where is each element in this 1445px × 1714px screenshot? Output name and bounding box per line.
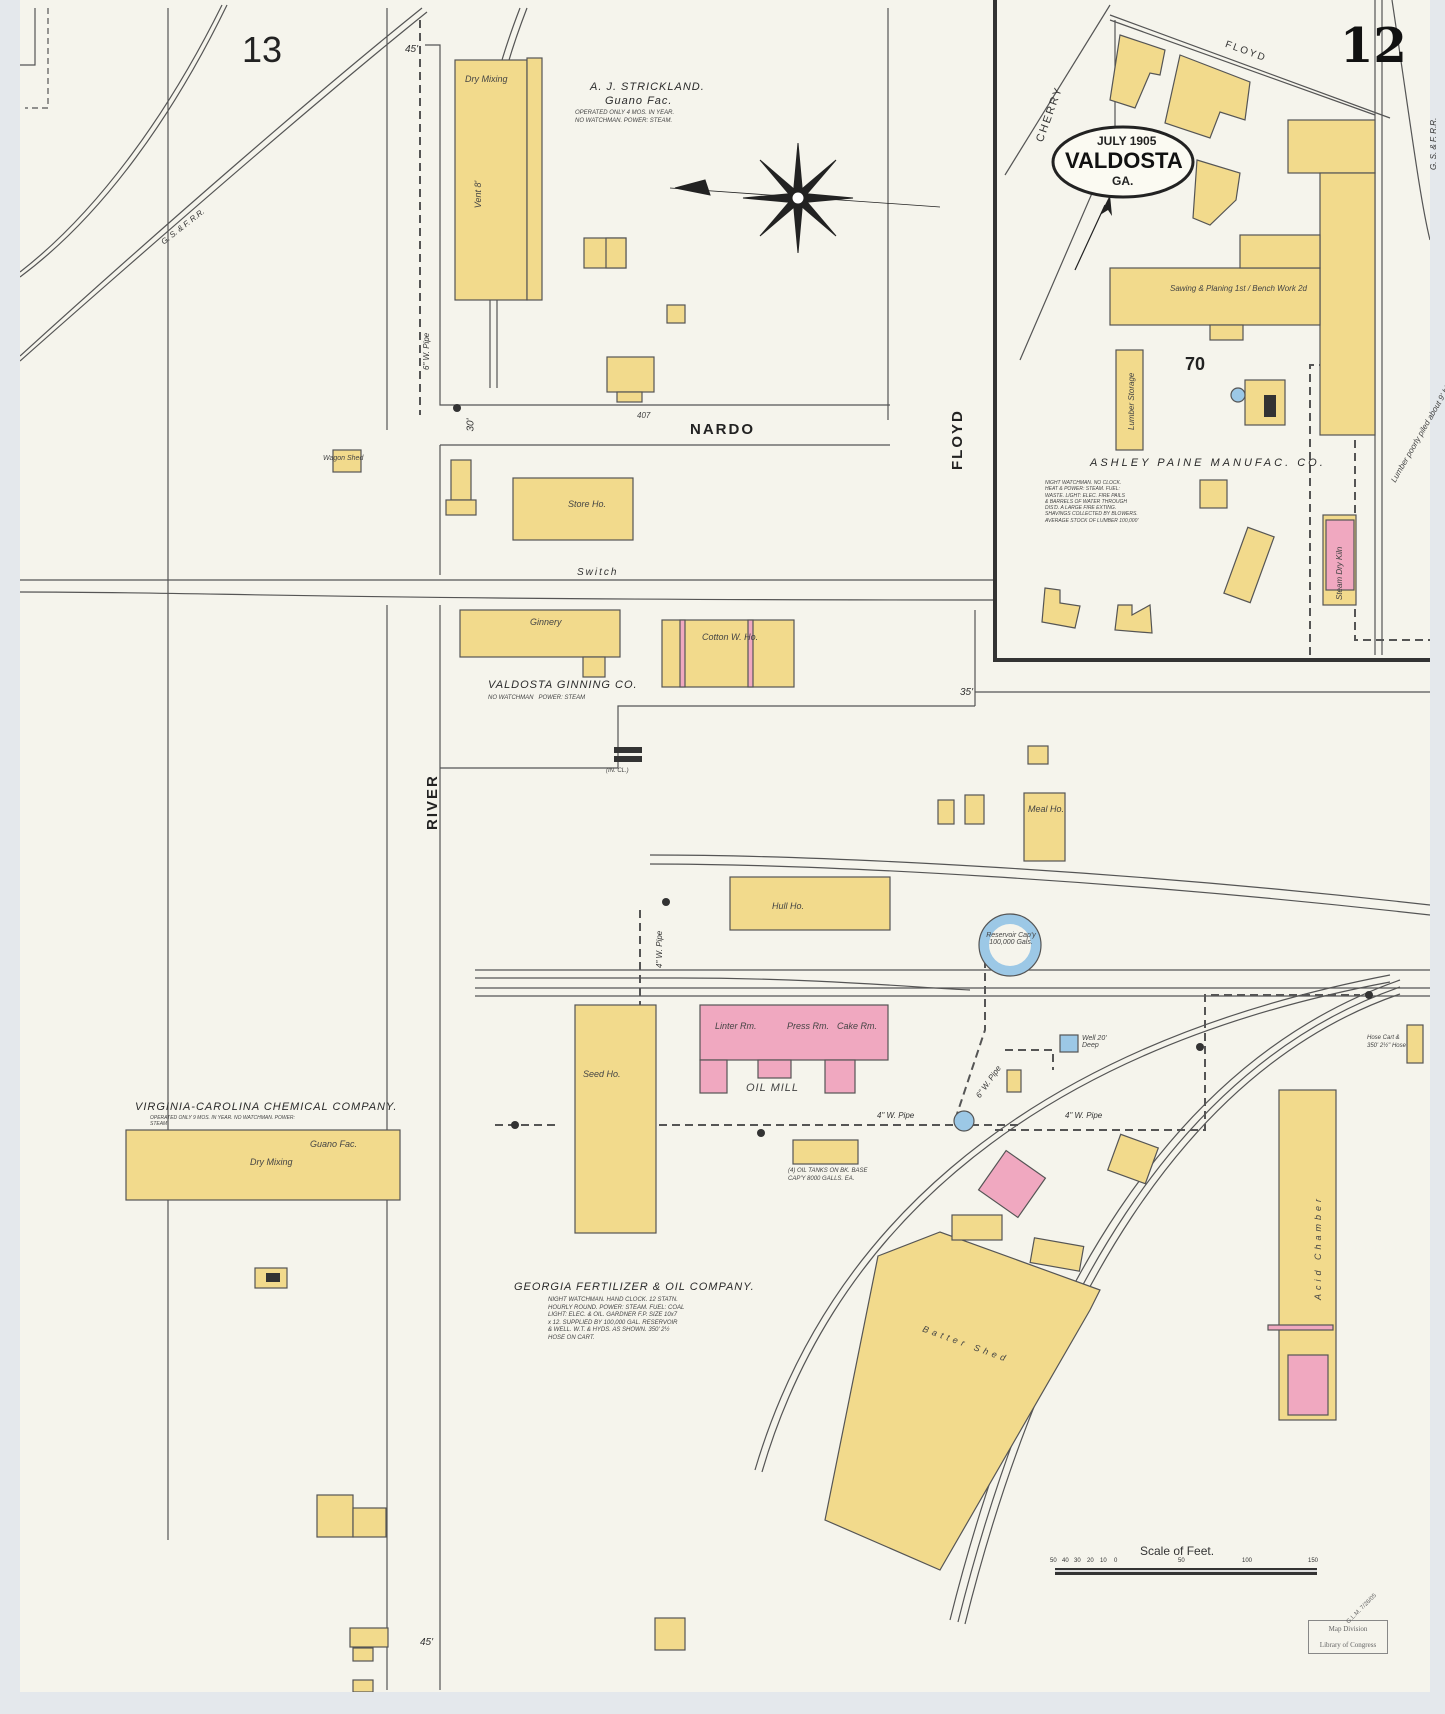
scale-tick: 0 — [1114, 1558, 1118, 1564]
company-name-ginning: VALDOSTA GINNING CO. — [488, 679, 638, 691]
dimension-label: 30' — [465, 418, 477, 432]
building-label: Dry Mixing — [250, 1157, 293, 1167]
cartouche-date: JULY 1905 — [1097, 134, 1157, 148]
scale-tick: 20 — [1087, 1558, 1094, 1564]
block-number: 70 — [1185, 354, 1206, 374]
company-note-ashley-paine: NIGHT WATCHMAN. NO CLOCK. HEAT & POWER: … — [1045, 480, 1139, 524]
building-label: Vent 8' — [473, 180, 484, 209]
compass-rose — [669, 142, 941, 254]
scale-title: Scale of Feet. — [1140, 1544, 1215, 1558]
company-name-strickland: A. J. STRICKLAND. — [590, 81, 705, 93]
building-label: Press Rm. — [787, 1021, 830, 1031]
library-stamp: Map Division Library of Congress — [1308, 1620, 1388, 1654]
building-label: (IN. CL.) — [606, 768, 629, 774]
company-note-strickland: OPERATED ONLY 4 MOS. IN YEAR. NO WATCHMA… — [575, 110, 675, 124]
cartouche-state: GA. — [1112, 174, 1134, 188]
pipe-label: 4" W. Pipe — [655, 930, 664, 968]
well-label: Well 20' Deep — [1082, 1035, 1107, 1049]
company-name-ashley-paine: ASHLEY PAINE MANUFAC. CO. — [1090, 457, 1326, 469]
map-graphics — [20, 0, 1430, 1692]
hose-cart-note: Hose Cart & 350' 2½" Hose — [1367, 1035, 1406, 1049]
scale-tick: 50 — [1178, 1558, 1185, 1564]
building-label: Steam Dry Kiln — [1335, 546, 1344, 600]
building-label: Store Ho. — [568, 499, 607, 509]
scale-tick: 30 — [1074, 1558, 1081, 1564]
building-label: Linter Rm. — [715, 1021, 757, 1031]
company-note-ginning: NO WATCHMAN POWER: STEAM — [488, 695, 586, 701]
page-number: 12 — [1340, 18, 1407, 74]
building-label: Cake Rm. — [837, 1021, 878, 1031]
building-label: Ginnery — [530, 617, 562, 627]
scale-tick: 50 — [1050, 1558, 1057, 1564]
dimension-label: 45' — [420, 1637, 434, 1648]
building-label: Lumber Storage — [1127, 372, 1136, 430]
building-label: OIL MILL — [746, 1082, 800, 1094]
pipe-label: 6" W. Pipe — [422, 332, 431, 370]
building-label: Cotton W. Ho. — [702, 632, 759, 642]
street-label-river: RIVER — [424, 774, 441, 830]
building-label: Guano Fac. — [310, 1139, 358, 1149]
building-label: Wagon Shed — [323, 455, 364, 462]
company-subtitle-strickland: Guano Fac. — [605, 95, 673, 107]
street-label-floyd: FLOYD — [949, 409, 966, 470]
stamp-line1: Map Division — [1328, 1625, 1368, 1633]
cartouche-city: VALDOSTA — [1065, 148, 1183, 173]
pipe-label: 4" W. Pipe — [1065, 1111, 1103, 1120]
street-label-nardo: NARDO — [690, 421, 755, 438]
railroad-label-inset: G. S. & F. R.R. — [1429, 117, 1438, 170]
dimension-label: 35' — [960, 687, 974, 698]
scale-ticks: 50 40 30 20 10 0 50 100 150 — [1050, 1558, 1320, 1568]
scale-tick: 150 — [1308, 1558, 1319, 1564]
building-label: Seed Ho. — [583, 1069, 621, 1079]
scale-tick: 40 — [1062, 1558, 1069, 1564]
oil-tanks-note: (4) OIL TANKS ON BK. BASE CAP'Y 8000 GAL… — [788, 1168, 868, 1182]
building-label: Dry Mixing — [465, 74, 508, 84]
map-sheet: 13 12 70 JULY 1905 VALDOSTA GA. NARDO FL… — [20, 0, 1445, 1692]
dimension-label: 45' — [405, 44, 419, 55]
building-label: Hull Ho. — [772, 901, 805, 911]
reservoir-label: Reservoir Cap'y 100,000 Gals. — [986, 932, 1036, 946]
stamp-line2: Library of Congress — [1319, 1641, 1377, 1649]
company-name-va-carolina: VIRGINIA-CAROLINA CHEMICAL COMPANY. — [135, 1101, 398, 1113]
company-name-georgia-fertilizer: GEORGIA FERTILIZER & OIL COMPANY. — [514, 1281, 755, 1293]
company-note-georgia-fertilizer: NIGHT WATCHMAN. HAND CLOCK. 12 STATN. HO… — [548, 1297, 685, 1341]
switch-label: Switch — [577, 567, 619, 578]
scale-tick: 10 — [1100, 1558, 1107, 1564]
company-note-va-carolina: OPERATED ONLY 9 MOS. IN YEAR. NO WATCHMA… — [150, 1115, 295, 1128]
adjacent-page-number: 13 — [242, 29, 283, 70]
pipe-label: 4" W. Pipe — [877, 1111, 915, 1120]
building-label: Sawing & Planing 1st / Bench Work 2d — [1170, 284, 1307, 293]
building-label: Acid Chamber — [1313, 1194, 1323, 1300]
building-label: 407 — [637, 411, 651, 420]
building-label: Meal Ho. — [1028, 804, 1065, 814]
scale-tick: 100 — [1242, 1558, 1253, 1564]
